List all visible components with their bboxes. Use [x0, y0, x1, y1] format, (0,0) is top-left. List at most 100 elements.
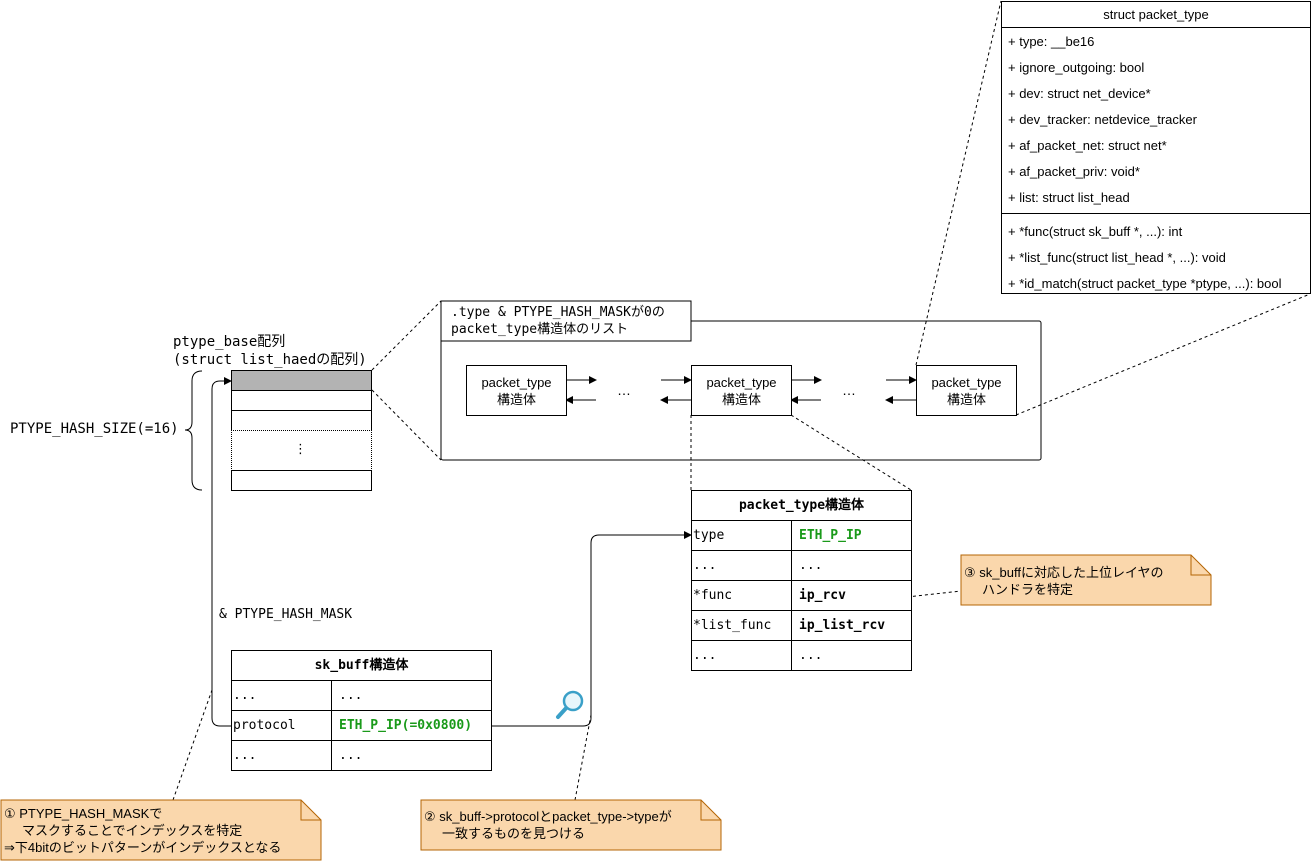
- match-arrow: [492, 531, 692, 727]
- note-3-line2: ハンドラを特定: [982, 582, 1074, 597]
- note-3-shape: [960, 554, 1212, 606]
- note-1-shape: [0, 799, 322, 861]
- node-label: 構造体: [496, 392, 536, 407]
- table-row: ...: [231, 680, 332, 711]
- ptype-base-label-line2: (struct list_haedの配列): [173, 352, 367, 368]
- uml-attribute: + ignore_outgoing: bool: [1008, 60, 1145, 75]
- field-name: ...: [233, 748, 257, 763]
- table-row: ...: [331, 680, 492, 711]
- field-value: ip_rcv: [799, 588, 846, 603]
- table-row: ...: [791, 550, 912, 581]
- note-2-line2: 一致するものを見つける: [442, 826, 586, 841]
- zoom-line: [915, 0, 1002, 366]
- list-ellipsis-1: …: [617, 382, 631, 398]
- table-row: ...: [791, 640, 912, 671]
- hash-size-label: PTYPE_HASH_SIZE(=16): [10, 421, 179, 437]
- table-row: ETH_P_IP(=0x0800): [331, 710, 492, 741]
- uml-title: struct packet_type: [1002, 2, 1310, 28]
- ptype-base-row-gap: ⋮: [231, 430, 372, 471]
- field-name: ...: [693, 558, 717, 573]
- table-row: ...: [691, 550, 792, 581]
- note-1-line2: マスクすることでインデックスを特定: [22, 823, 243, 838]
- ptype-base-ellipsis: ⋮: [294, 441, 307, 456]
- field-value: ...: [339, 748, 363, 763]
- note-pointer: [172, 689, 213, 801]
- uml-packet-type: struct packet_type + type: __be16 + igno…: [1001, 1, 1311, 294]
- table-row: ip_list_rcv: [791, 610, 912, 641]
- note-2: ② sk_buff->protocolとpacket_type->typeが 一…: [424, 808, 672, 842]
- zoom-line: [371, 300, 442, 371]
- list-group-title-line1: .type & PTYPE_HASH_MASKが0の: [451, 305, 665, 320]
- list-node-1: packet_type 構造体: [466, 365, 567, 416]
- zoom-line: [371, 389, 442, 461]
- ptype-base-row-1: [231, 390, 372, 411]
- ptype-base-label: ptype_base配列 (struct list_haedの配列): [173, 333, 367, 369]
- list-node-2: packet_type 構造体: [691, 365, 792, 416]
- table-row: ...: [231, 740, 332, 771]
- note-1-fold: [300, 800, 321, 821]
- field-value: ip_list_rcv: [799, 618, 886, 633]
- field-name: *func: [693, 588, 733, 603]
- note-2-line1: ② sk_buff->protocolとpacket_type->typeが: [424, 809, 672, 824]
- uml-attribute: + af_packet_net: struct net*: [1008, 138, 1167, 153]
- field-name: protocol: [233, 718, 296, 733]
- uml-attribute: + af_packet_priv: void*: [1008, 164, 1140, 179]
- table-row: type: [691, 520, 792, 551]
- size-brace: [184, 370, 203, 491]
- field-name: ...: [693, 648, 717, 663]
- sk-buff-table-title: sk_buff構造体: [231, 650, 492, 681]
- note-3: ③ sk_buffに対応した上位レイヤの ハンドラを特定: [964, 564, 1164, 598]
- note-pointer: [574, 714, 592, 801]
- note-1: ① PTYPE_HASH_MASKで マスクすることでインデックスを特定 ⇒下4…: [4, 805, 281, 856]
- node-label: 構造体: [721, 392, 761, 407]
- note-1-line1: ① PTYPE_HASH_MASKで: [4, 806, 163, 821]
- table-row: protocol: [231, 710, 332, 741]
- mask-label: & PTYPE_HASH_MASK: [219, 607, 353, 622]
- ptype-base-row-0: [231, 370, 372, 391]
- field-name: ...: [233, 688, 257, 703]
- note-pointer: [906, 590, 962, 598]
- field-value: ETH_P_IP: [799, 528, 862, 543]
- table-row: ...: [331, 740, 492, 771]
- ptype-base-row-2: [231, 410, 372, 431]
- field-value: ...: [799, 558, 823, 573]
- field-value: ...: [799, 648, 823, 663]
- uml-attribute: + dev: struct net_device*: [1008, 86, 1151, 101]
- search-icon: [556, 690, 584, 719]
- note-2-shape: [420, 799, 722, 851]
- field-value: ETH_P_IP(=0x0800): [339, 718, 473, 733]
- node-label: packet_type: [931, 375, 1002, 390]
- uml-method: + *list_func(struct list_head *, ...): v…: [1008, 250, 1226, 265]
- node-label: packet_type: [481, 375, 552, 390]
- field-value: ...: [339, 688, 363, 703]
- ptype-base-label-line1: ptype_base配列: [173, 334, 286, 350]
- uml-method: + *id_match(struct packet_type *ptype, .…: [1008, 276, 1282, 291]
- uml-method: + *func(struct sk_buff *, ...): int: [1008, 224, 1183, 239]
- zoom-line: [1015, 293, 1311, 416]
- field-name: type: [693, 528, 725, 543]
- note-3-line1: ③ sk_buffに対応した上位レイヤの: [964, 565, 1164, 580]
- list-group-title: .type & PTYPE_HASH_MASKが0の packet_type構造…: [451, 304, 665, 338]
- list-node-3: packet_type 構造体: [916, 365, 1017, 416]
- table-row: ip_rcv: [791, 580, 912, 611]
- table-row: *list_func: [691, 610, 792, 641]
- list-ellipsis-2: …: [842, 382, 856, 398]
- field-name: *list_func: [693, 618, 772, 633]
- table-row: ...: [691, 640, 792, 671]
- table-row: ETH_P_IP: [791, 520, 912, 551]
- ptype-base-row-last: [231, 470, 372, 491]
- list-group-title-box: [440, 300, 692, 342]
- uml-divider: [1002, 213, 1310, 214]
- node-label: 構造体: [946, 392, 986, 407]
- node-label: packet_type: [706, 375, 777, 390]
- uml-attribute: + dev_tracker: netdevice_tracker: [1008, 112, 1197, 127]
- note-3-fold: [1190, 555, 1211, 576]
- note-1-line3: ⇒下4bitのビットパターンがインデックスとなる: [4, 840, 282, 855]
- mask-index-arrow: [211, 377, 232, 727]
- packet-type-table-title: packet_type構造体: [691, 490, 912, 521]
- list-group-title-line2: packet_type構造体のリスト: [451, 322, 629, 337]
- note-2-fold: [700, 800, 721, 821]
- table-row: *func: [691, 580, 792, 611]
- uml-attribute: + type: __be16: [1008, 34, 1095, 49]
